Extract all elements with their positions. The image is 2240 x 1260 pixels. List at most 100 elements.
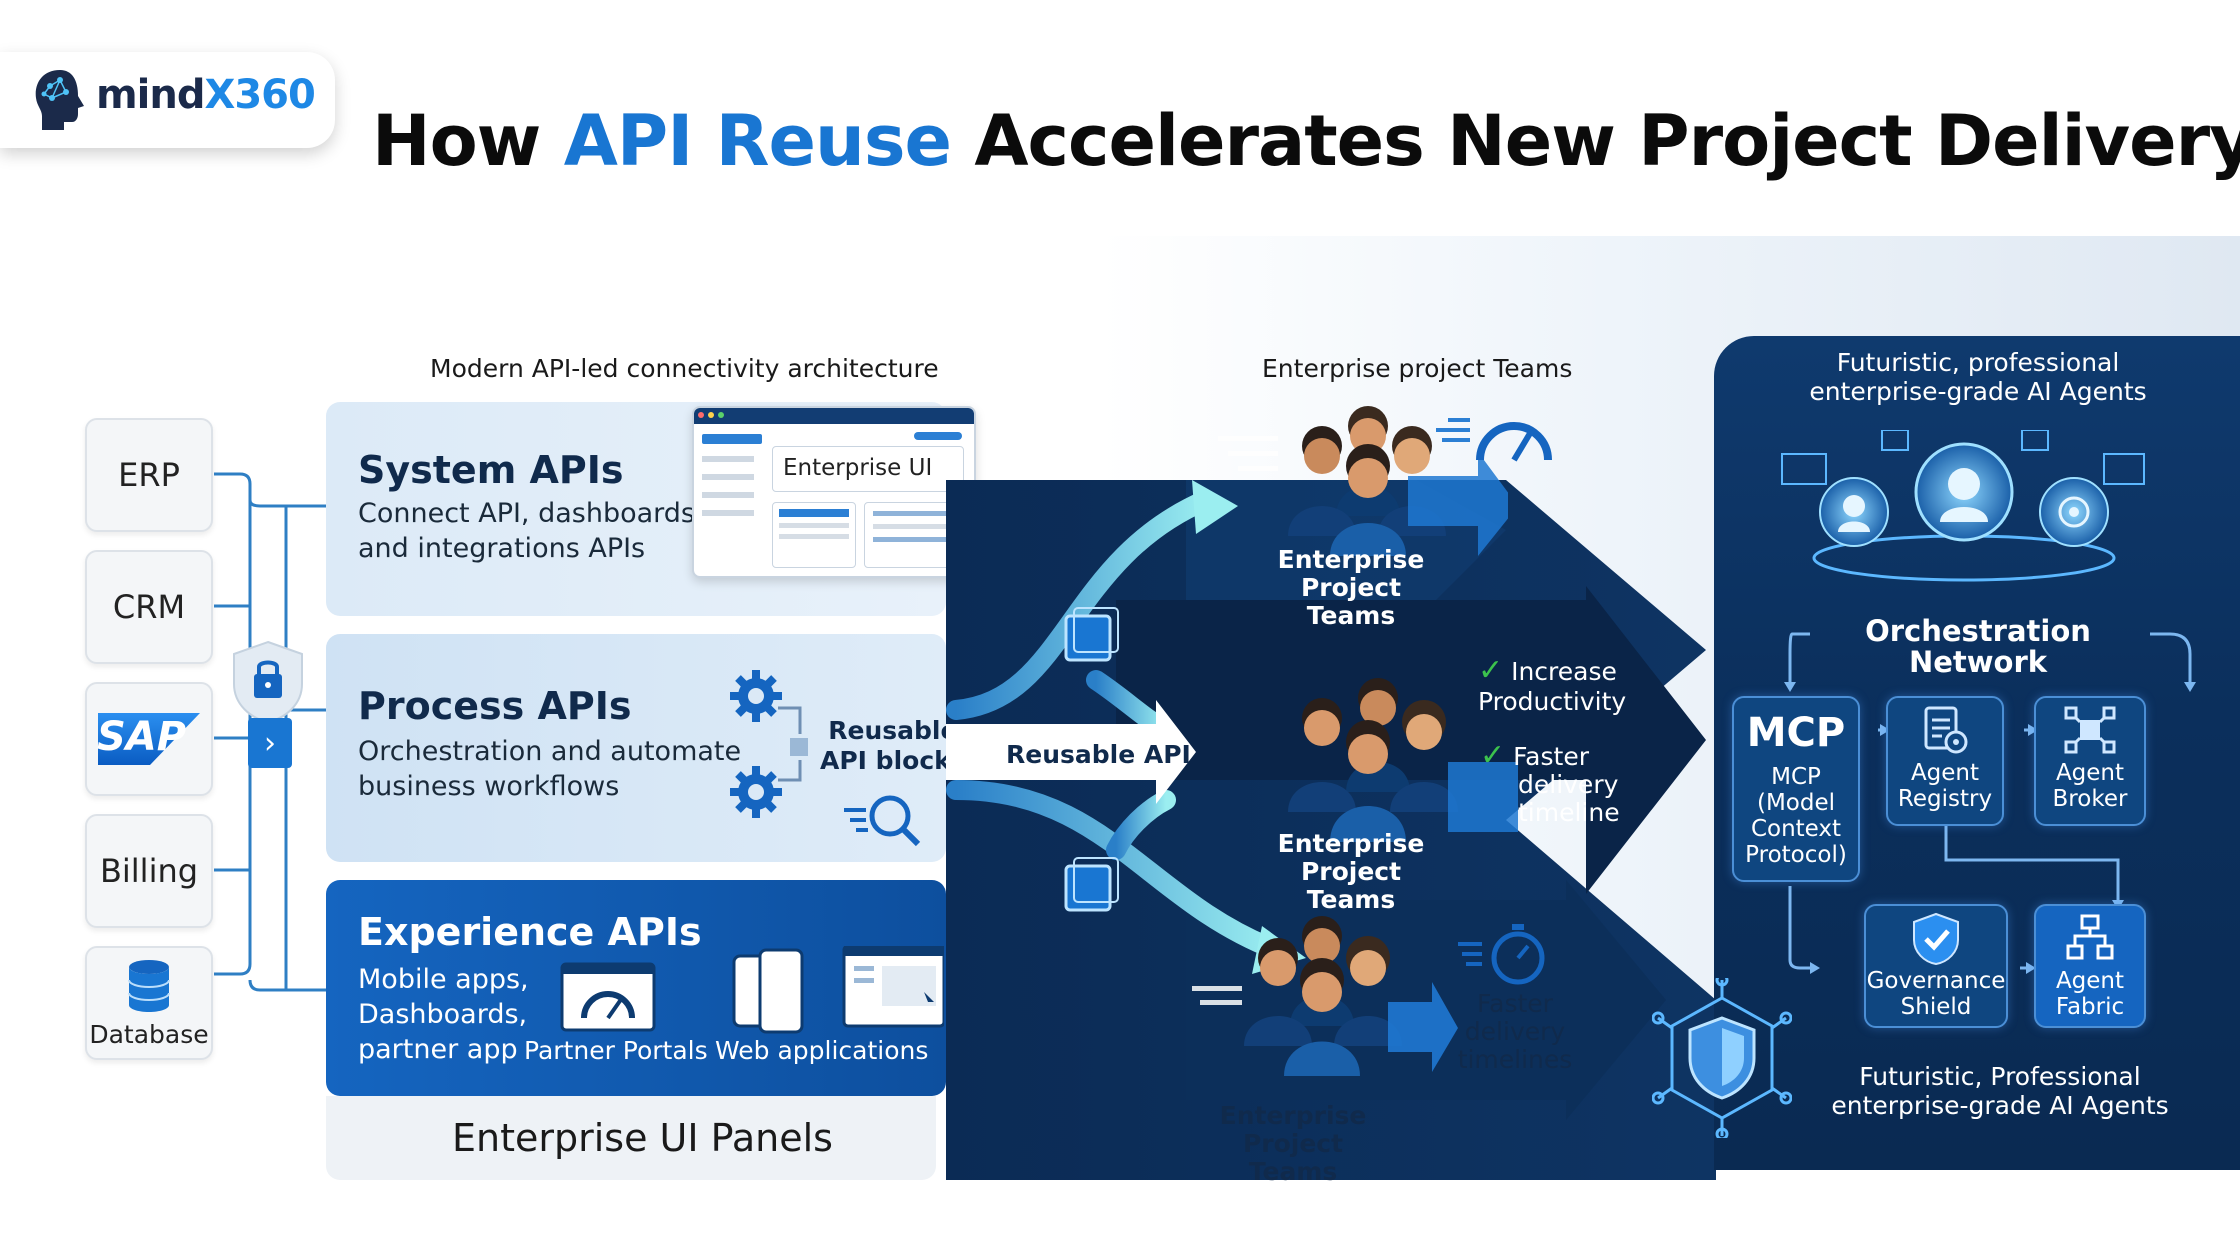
stopwatch-icon — [1458, 924, 1545, 985]
team-2-label-line-2: Teams — [1306, 885, 1396, 914]
agent-fabric-label: Agent Fabric — [2034, 968, 2146, 1020]
enterprise-ui-label: Enterprise UI — [772, 446, 964, 492]
agent-fabric-node — [2034, 904, 2146, 1028]
governance-shield-label: Governance Shield — [1864, 968, 2008, 1020]
sap-logo-icon — [98, 713, 200, 765]
agent-broker-label: Agent Broker — [2034, 760, 2146, 812]
agents-caption-top: Futuristic, professional enterprise-grad… — [1760, 348, 2196, 406]
source-database: Database — [85, 946, 213, 1060]
check-icon-2: ✓ — [1480, 738, 1506, 773]
agent-registry-line-1: Agent — [1910, 760, 1980, 786]
benefit-1-line-2: Productivity — [1478, 687, 1627, 716]
database-icon — [128, 959, 170, 1012]
web-applications-label: Web applications — [715, 1036, 929, 1065]
page-title: How API Reuse Accelerates New Project De… — [372, 100, 2240, 182]
logo-text-mind: mind — [96, 72, 205, 118]
orchestration-network-title: Orchestration Network — [1810, 616, 2146, 678]
brain-head-icon — [35, 70, 84, 130]
benefit-1-line-1: Increase — [1511, 657, 1617, 686]
agent-registry-node — [1886, 696, 2004, 826]
registry-document-icon — [1924, 706, 1968, 754]
agents-caption-bottom-line-1: Futuristic, Professional — [1859, 1062, 2141, 1091]
experience-apis-desc: Mobile apps, Dashboards, partner app — [358, 962, 529, 1067]
caption-teams: Enterprise project Teams — [1262, 354, 1573, 383]
enterprise-ui-panels-strip — [326, 1096, 936, 1180]
process-apis-desc: Orchestration and automate business work… — [358, 734, 741, 804]
agent-broker-line-2: Broker — [2052, 786, 2128, 812]
security-shield-network-icon — [1652, 978, 1792, 1138]
mcp-node-title: MCP — [1746, 710, 1846, 756]
agent-fabric-line-1: Agent — [2055, 968, 2125, 994]
team-2-label-line-1: Enterprise Project — [1277, 829, 1425, 886]
benefit-faster-delivery-timelines: Faster delivery timelines — [1450, 990, 1580, 1074]
system-apis-title: System APIs — [358, 448, 624, 492]
mcp-desc-line-4: Protocol) — [1745, 842, 1847, 868]
source-sap: SAP — [85, 682, 213, 796]
system-apis-desc: Connect API, dashboards, and integration… — [358, 496, 704, 566]
caption-architecture: Modern API-led connectivity architecture — [430, 354, 939, 383]
logo-text-x360: X360 — [204, 72, 316, 118]
source-erp: ERP — [85, 418, 213, 532]
agent-broker-node — [2034, 696, 2146, 826]
benefit-3-line-3: timelines — [1457, 1045, 1573, 1074]
team-group-1-icon — [1218, 406, 1508, 556]
partner-portals-label: Partner Portals — [524, 1036, 708, 1065]
agent-registry-line-2: Registry — [1897, 786, 1993, 812]
shield-check-icon — [1913, 912, 1959, 966]
title-part-1: How — [372, 100, 564, 182]
governance-line-1: Governance — [1866, 968, 2006, 994]
experience-apis-title: Experience APIs — [358, 910, 702, 954]
agents-caption-top-line-1: Futuristic, professional — [1836, 348, 2120, 377]
process-apis-desc-line-2: business workflows — [358, 771, 620, 802]
benefit-2-line-2: delivery — [1518, 770, 1619, 799]
mcp-node — [1732, 696, 1860, 882]
logo-wordmark: mindX360 — [96, 72, 316, 118]
benefit-3-line-2: delivery — [1464, 1017, 1566, 1046]
team-1-label-line-2: Teams — [1306, 601, 1396, 630]
orchestration-title-line-2: Network — [1908, 645, 2048, 679]
search-icon — [844, 795, 921, 847]
benefit-2-line-1: Faster — [1513, 742, 1589, 771]
broker-network-icon — [2064, 706, 2116, 754]
dashboard-gauge-icon — [560, 962, 656, 1032]
benefit-3-line-1: Faster — [1477, 989, 1553, 1018]
mcp-desc-line-2: (Model — [1756, 790, 1836, 816]
agent-broker-line-1: Agent — [2055, 760, 2125, 786]
benefit-2-line-3: timeline — [1518, 798, 1620, 827]
agent-fabric-line-2: Fabric — [2055, 994, 2125, 1020]
web-app-devices-icon — [732, 946, 944, 1034]
team-3-label-line-2: Teams — [1248, 1157, 1338, 1186]
source-crm: CRM — [85, 550, 213, 664]
governance-line-2: Shield — [1900, 994, 1972, 1020]
sap-logo-text: SAP — [97, 714, 187, 760]
agent-registry-label: Agent Registry — [1886, 760, 2004, 812]
process-apis-desc-line-1: Orchestration and automate — [358, 736, 742, 767]
orchestration-title-line-1: Orchestration — [1865, 614, 2091, 648]
benefit-faster-delivery-timeline: ✓ Faster delivery timeline — [1480, 741, 1620, 827]
team-group-3-icon — [1192, 916, 1458, 1076]
mcp-desc-line-3: Context — [1750, 816, 1842, 842]
gears-icon — [730, 670, 808, 818]
speed-gauge-icon — [1436, 418, 1552, 462]
enterprise-ui-panels-label: Enterprise UI Panels — [452, 1116, 833, 1160]
chevron-right-icon: › — [248, 718, 292, 768]
enterprise-ui-mockup: Enterprise UI — [692, 406, 976, 578]
reusable-api-blocks-line-1: Reusable — [828, 716, 958, 745]
title-part-2: Accelerates New Project Delivery — [950, 100, 2240, 182]
benefit-increase-productivity: ✓ Increase Productivity — [1478, 656, 1626, 717]
system-apis-desc-line-1: Connect API, dashboards, — [358, 498, 704, 529]
experience-apis-desc-line-2: Dashboards, — [358, 999, 528, 1030]
database-label: Database — [89, 1019, 209, 1049]
mcp-desc-line-1: MCP — [1771, 764, 1821, 790]
agents-caption-top-line-2: enterprise-grade AI Agents — [1809, 377, 2147, 406]
team-3-label-line-1: Enterprise Project — [1219, 1101, 1367, 1158]
agents-caption-bottom: Futuristic, Professional enterprise-grad… — [1820, 1062, 2180, 1120]
experience-apis-desc-line-1: Mobile apps, — [358, 964, 529, 995]
orchestration-connectors — [1784, 632, 2196, 974]
experience-apis-desc-line-3: partner app — [358, 1034, 518, 1065]
team-group-2-icon — [1288, 678, 1518, 842]
team-1-label-line-1: Enterprise Project — [1277, 545, 1425, 602]
